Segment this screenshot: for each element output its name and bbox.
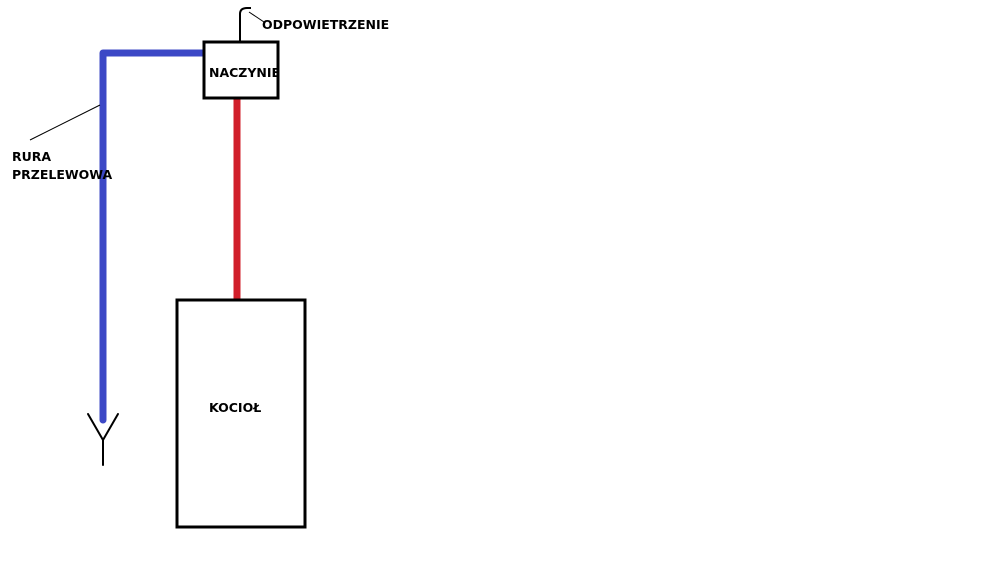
drain-fork-symbol: [87, 413, 119, 466]
air-vent-leader-line: [248, 11, 265, 23]
overflow-pipe-label: RURA PRZELEWOWA: [12, 148, 112, 184]
air-vent-pipe: [239, 7, 251, 42]
overflow-pipe-leader-line: [29, 104, 101, 141]
boiler-box: [175, 298, 307, 529]
overflow-pipe-label-line2: PRZELEWOWA: [12, 167, 113, 182]
overflow-pipe-label-line1: RURA: [12, 149, 52, 164]
overflow-pipe: [99, 49, 210, 424]
air-vent-label: ODPOWIETRZENIE: [262, 17, 390, 32]
expansion-vessel-box: [202, 40, 280, 100]
boiler-label: KOCIOŁ: [209, 400, 262, 415]
expansion-vessel-label: NACZYNIE: [209, 65, 281, 80]
